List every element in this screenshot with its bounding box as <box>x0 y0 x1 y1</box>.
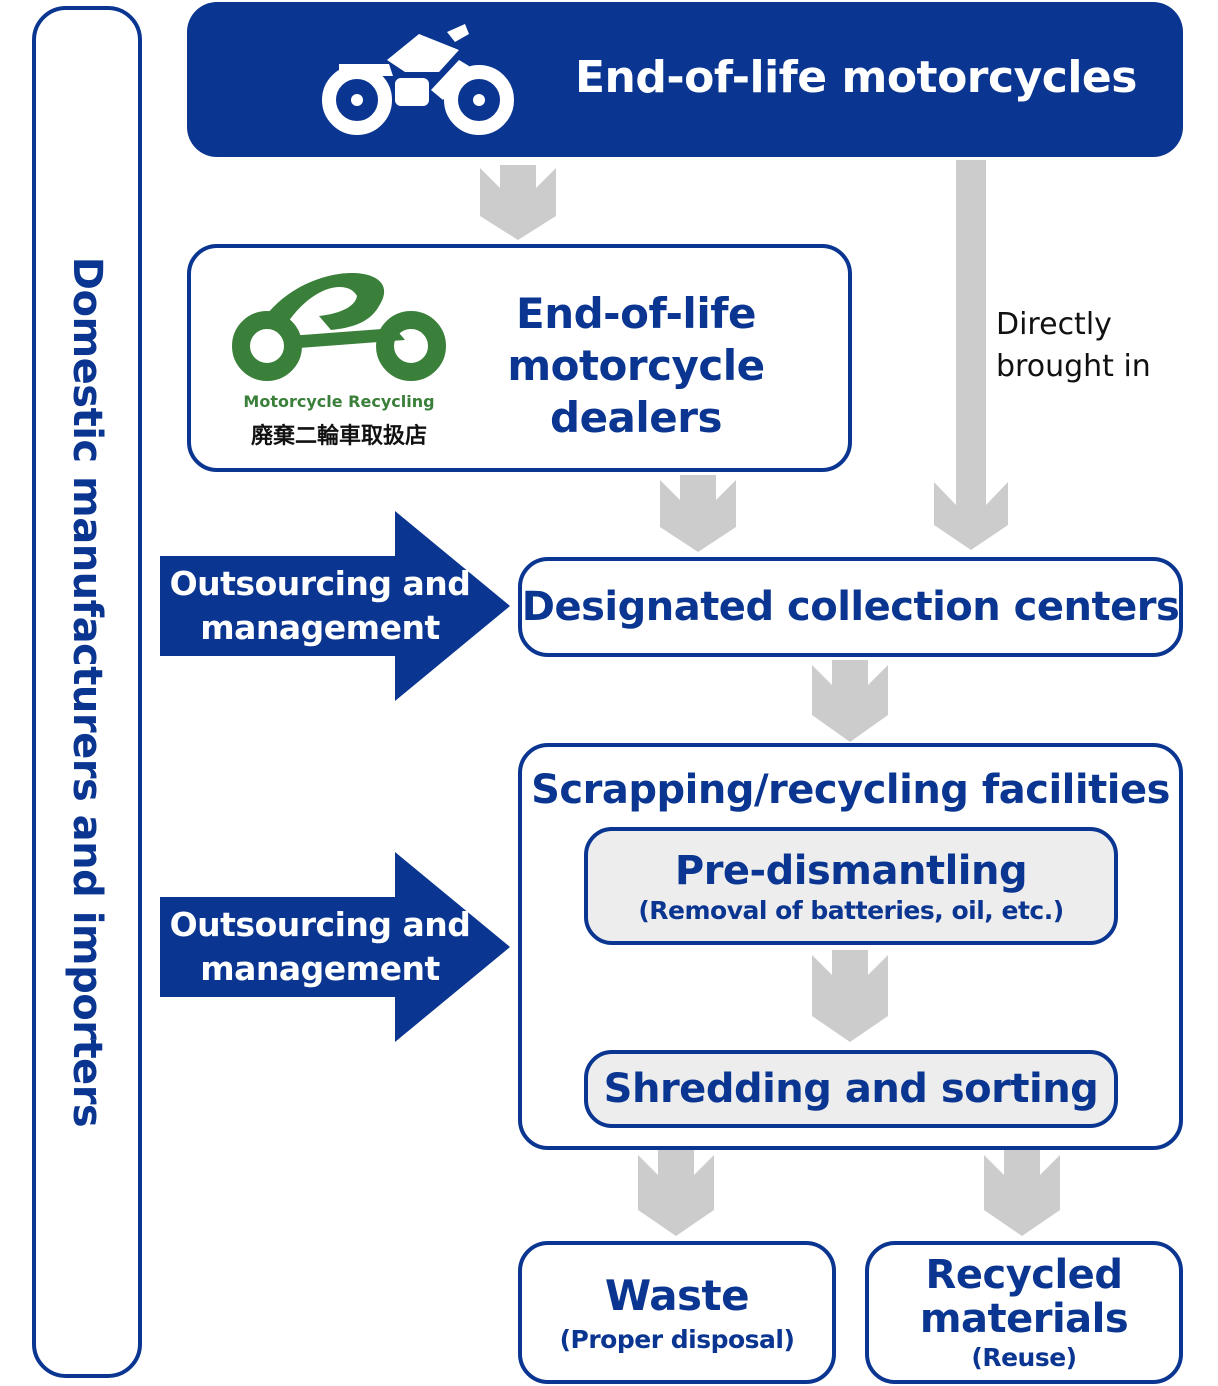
waste-sub: (Proper disposal) <box>559 1325 795 1354</box>
logo-text: Motorcycle Recycling <box>243 392 435 411</box>
outsourcing-label-2-line1: Outsourcing and <box>169 905 471 944</box>
arrow-top-to-dealers <box>480 165 556 240</box>
waste-box: Waste (Proper disposal) <box>518 1241 836 1384</box>
arrow-collection-to-facilities <box>812 660 888 742</box>
arrow-to-waste <box>638 1150 714 1236</box>
outsourcing-label-1: Outsourcing and management <box>160 562 480 650</box>
direct-label-line2: brought in <box>996 349 1151 384</box>
collection-box: Designated collection centers <box>518 557 1183 657</box>
shredding-title: Shredding and sorting <box>603 1066 1099 1112</box>
recycled-sub: (Reuse) <box>971 1343 1077 1372</box>
outsourcing-label-2: Outsourcing and management <box>160 903 480 991</box>
dealers-title-line3: dealers <box>550 393 723 442</box>
recycled-title-line2: materials <box>919 1296 1129 1342</box>
predismantling-box: Pre-dismantling (Removal of batteries, o… <box>584 827 1118 945</box>
motorcycle-recycling-logo-icon <box>232 272 446 381</box>
facilities-title: Scrapping/recycling facilities <box>531 767 1170 813</box>
dealers-title-line1: End-of-life <box>516 289 756 338</box>
dealers-box: Motorcycle Recycling 廃棄二輪車取扱店 End-of-lif… <box>187 244 852 472</box>
arrow-dealers-to-collection <box>660 475 736 552</box>
motorcycle-icon <box>322 24 514 135</box>
direct-label-line1: Directly <box>996 307 1112 342</box>
recycled-title-line1: Recycled <box>925 1252 1123 1298</box>
dealers-title-line2: motorcycle <box>507 341 765 390</box>
arrow-predismantling-to-shredding <box>812 950 888 1042</box>
sidebar-box: Domestic manufacturers and importers <box>32 6 142 1378</box>
facilities-box: Scrapping/recycling facilities <box>518 743 1183 1150</box>
predismantling-title: Pre-dismantling <box>674 847 1028 894</box>
outsourcing-arrow-1 <box>160 511 510 701</box>
dealers-title: End-of-life motorcycle dealers <box>491 288 781 444</box>
recycled-box: Recycled materials (Reuse) <box>865 1241 1183 1384</box>
outsourcing-label-1-line1: Outsourcing and <box>169 564 471 603</box>
arrow-to-recycled <box>984 1150 1060 1236</box>
top-title: End-of-life motorcycles <box>575 52 1137 103</box>
outsourcing-arrow-2 <box>160 852 510 1042</box>
outsourcing-label-1-line2: management <box>200 608 440 647</box>
waste-title: Waste <box>604 1271 750 1320</box>
direct-label: Directly brought in <box>996 304 1151 388</box>
shredding-box: Shredding and sorting <box>584 1050 1118 1128</box>
predismantling-sub: (Removal of batteries, oil, etc.) <box>638 895 1064 925</box>
top-banner: End-of-life motorcycles <box>187 2 1183 157</box>
recycling-logo: Motorcycle Recycling 廃棄二輪車取扱店 <box>219 268 459 458</box>
collection-title: Designated collection centers <box>521 584 1180 630</box>
outsourcing-label-2-line2: management <box>200 949 440 988</box>
arrow-direct <box>934 160 1008 550</box>
logo-text-jp: 廃棄二輪車取扱店 <box>250 424 427 449</box>
